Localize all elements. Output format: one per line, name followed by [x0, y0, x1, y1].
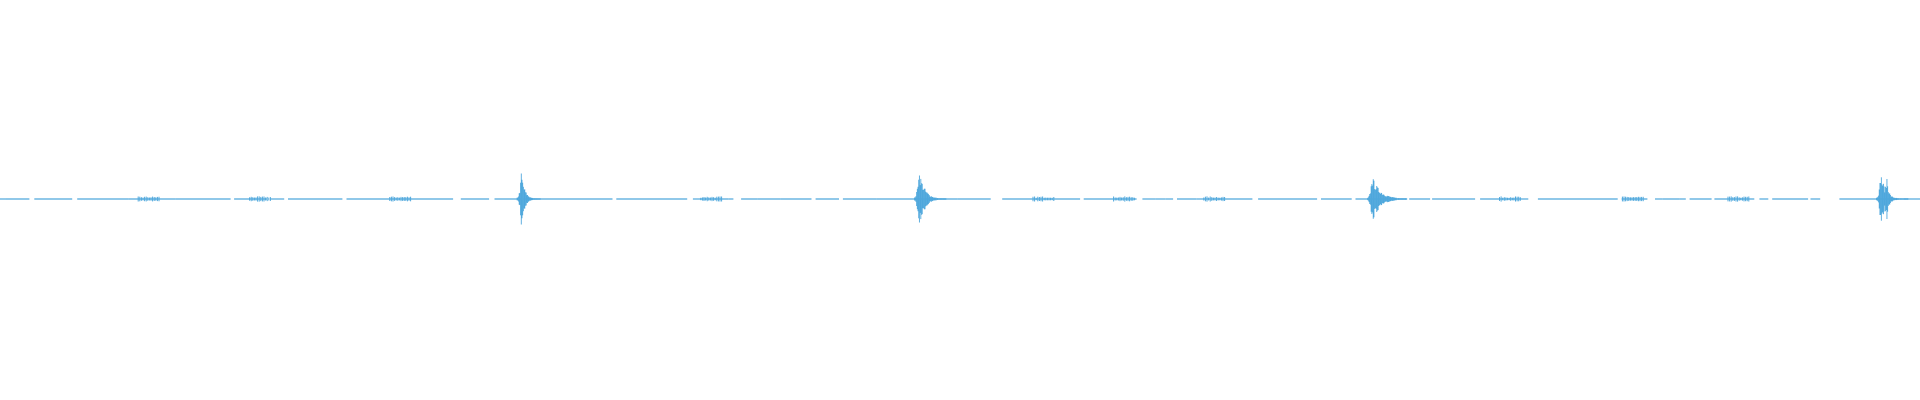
waveform-burst: [516, 173, 541, 225]
waveform-minor-blips: [137, 196, 1750, 202]
waveform-burst: [914, 175, 947, 223]
waveform-burst: [1367, 179, 1407, 219]
waveform-burst: [1875, 177, 1909, 221]
waveform-bursts: [516, 173, 1909, 225]
